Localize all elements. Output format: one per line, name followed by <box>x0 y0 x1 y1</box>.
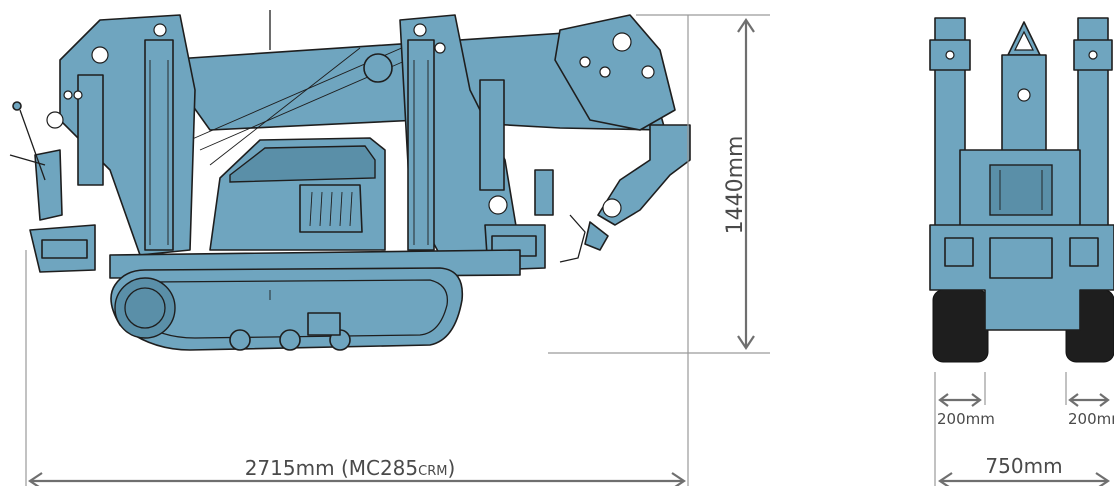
width-label: 750mm <box>985 454 1062 478</box>
track-right-label: 200mm <box>1068 410 1114 428</box>
width-dimension: 750mm <box>938 454 1110 486</box>
left-track-tire <box>932 289 989 363</box>
crawler-track <box>110 267 464 351</box>
track-width-right: 200mm <box>1065 372 1114 428</box>
height-dimension: 1440mm <box>548 14 770 354</box>
boom-tip <box>554 14 676 131</box>
track-width-left: 200mm <box>934 372 995 486</box>
track-left-label: 200mm <box>937 410 995 428</box>
crane-side-view <box>9 10 691 351</box>
control-panel <box>34 149 63 221</box>
hook-arm <box>597 124 691 226</box>
length-label: 2715mm (MC285CRM) <box>245 456 456 480</box>
front-boom <box>1001 54 1047 156</box>
length-dimension: 2715mm (MC285CRM) <box>25 15 689 486</box>
drive-sprocket <box>114 277 176 339</box>
track-plate <box>307 312 341 336</box>
crane-front-view <box>929 17 1114 363</box>
height-label: 1440mm <box>723 136 748 235</box>
engine-cover-top <box>229 145 376 183</box>
